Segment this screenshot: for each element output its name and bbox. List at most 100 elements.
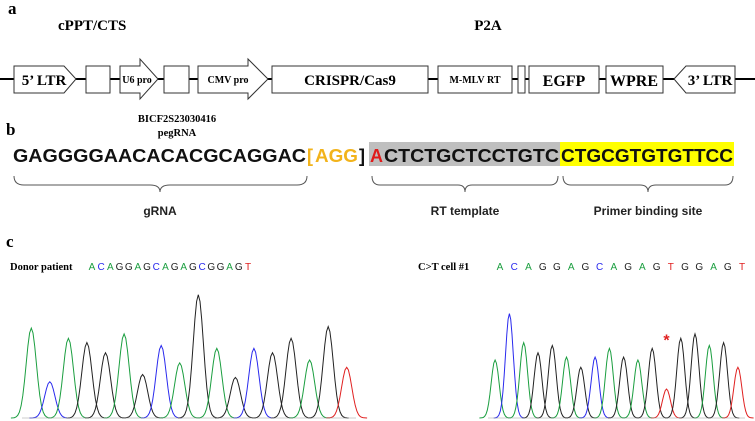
chromatogram-peak <box>722 366 754 419</box>
chromatogram-peak <box>522 351 554 419</box>
chromatogram-peak <box>607 355 640 419</box>
chromatogram-peak <box>29 381 71 419</box>
chromatogram-peak <box>66 341 108 419</box>
base-call: A <box>710 262 717 273</box>
base-call: G <box>582 262 590 273</box>
panel-b-label: b <box>6 120 15 139</box>
ltr5-element <box>13 65 77 94</box>
grna-label: gRNA <box>143 204 177 218</box>
cmv-text: CMV pro <box>207 75 248 86</box>
chromatogram-peak <box>593 346 626 419</box>
u6-promoter-arrow <box>119 57 159 101</box>
base-call: A <box>226 262 233 273</box>
base-call: A <box>497 262 504 273</box>
base-call: G <box>724 262 732 273</box>
chromatogram-peak <box>47 336 89 419</box>
pam-sequence: AGG <box>315 146 358 166</box>
base-call: G <box>624 262 632 273</box>
egfp-text: EGFP <box>543 73 586 90</box>
chromatogram-peak <box>10 326 52 419</box>
base-call: G <box>189 262 197 273</box>
p2a-label: P2A <box>474 18 502 34</box>
chromatogram-peak <box>507 340 540 419</box>
cas9-text: CRISPR/Cas9 <box>304 73 396 89</box>
p2a-element <box>517 65 526 94</box>
base-call: G <box>553 262 561 273</box>
rt-element <box>437 65 513 94</box>
chromatogram-peak <box>215 376 256 419</box>
chromatogram-peak <box>536 343 569 419</box>
pegrna-label: pegRNA <box>158 128 197 139</box>
grna-sequence: GAGGGGAACACACGCAGGAC <box>13 146 306 166</box>
chromatogram-peak <box>679 332 711 419</box>
ltr3-text: 3’ LTR <box>688 73 733 89</box>
egfp-element <box>528 65 600 94</box>
edited-trace-label: C>T cell #1 <box>418 262 469 273</box>
pam-close-bracket: ] <box>359 146 365 166</box>
cmv-promoter-arrow <box>197 57 269 101</box>
wpre-text: WPRE <box>610 73 658 90</box>
panel-a-label: a <box>8 0 17 18</box>
pam-open-bracket: [ <box>307 146 313 166</box>
base-call: A <box>89 262 96 273</box>
base-call: G <box>116 262 124 273</box>
base-call: A <box>162 262 169 273</box>
base-call: C <box>153 262 160 273</box>
base-call: C <box>199 262 206 273</box>
chromatogram-peak <box>550 355 583 419</box>
rt-label: RT template <box>431 204 500 218</box>
base-call: A <box>611 262 618 273</box>
base-call: G <box>217 262 225 273</box>
chromatogram-peak <box>159 361 201 419</box>
mutation-marker: * <box>663 333 670 350</box>
ltr3-element <box>673 65 736 94</box>
u6-text: U6 pro <box>122 75 152 86</box>
donor-trace-label: Donor patient <box>10 262 73 273</box>
chromatogram-peak <box>233 347 275 419</box>
base-call: G <box>235 262 243 273</box>
pbs-label: Primer binding site <box>594 204 703 218</box>
base-call: G <box>207 262 215 273</box>
cppt-element <box>85 65 111 94</box>
grna-brace <box>13 175 308 193</box>
base-call: A <box>135 262 142 273</box>
base-call: A <box>639 262 646 273</box>
chromatogram-peak <box>122 373 164 419</box>
pegrna-element <box>163 65 190 94</box>
base-call: C <box>98 262 105 273</box>
edit-base: A <box>370 146 383 166</box>
chromatogram-peak <box>289 358 331 419</box>
cppt-label: cPPT/CTS <box>58 18 126 34</box>
chromatogram-peak <box>707 340 740 419</box>
wpre-element <box>605 65 664 94</box>
pbs-highlight <box>560 142 734 166</box>
chromatogram-peak <box>664 336 697 419</box>
pegrna-id: BICF2S23030416 <box>138 114 216 125</box>
chromatogram-peak <box>85 351 126 419</box>
chromatogram-peak <box>196 347 238 419</box>
base-call: T <box>245 262 251 273</box>
chromatogram-peak <box>579 355 611 419</box>
chromatogram-peak <box>479 358 511 419</box>
rt-text: M-MLV RT <box>449 75 500 86</box>
chromatogram-peak <box>307 325 349 419</box>
chromatogram-peak <box>140 344 182 419</box>
chromatogram-peak <box>693 343 726 419</box>
pbs-sequence: CTGCGTGTGTTCC <box>561 146 733 166</box>
base-call: G <box>171 262 179 273</box>
base-call: G <box>125 262 133 273</box>
base-call: G <box>539 262 547 273</box>
base-call: C <box>511 262 518 273</box>
cas9-element <box>271 65 429 94</box>
chromatogram-peak <box>565 366 597 419</box>
chromatogram-peak <box>103 332 145 419</box>
base-call: G <box>695 262 703 273</box>
base-call: G <box>143 262 151 273</box>
chromatogram-peak <box>622 358 654 419</box>
rt-sequence: CTCTGCTCCTGTC <box>384 146 559 166</box>
ltr5-text: 5’ LTR <box>22 73 67 89</box>
pbs-brace <box>562 175 734 193</box>
chromatogram-peak <box>493 313 526 419</box>
rt-template-highlight <box>369 142 560 166</box>
